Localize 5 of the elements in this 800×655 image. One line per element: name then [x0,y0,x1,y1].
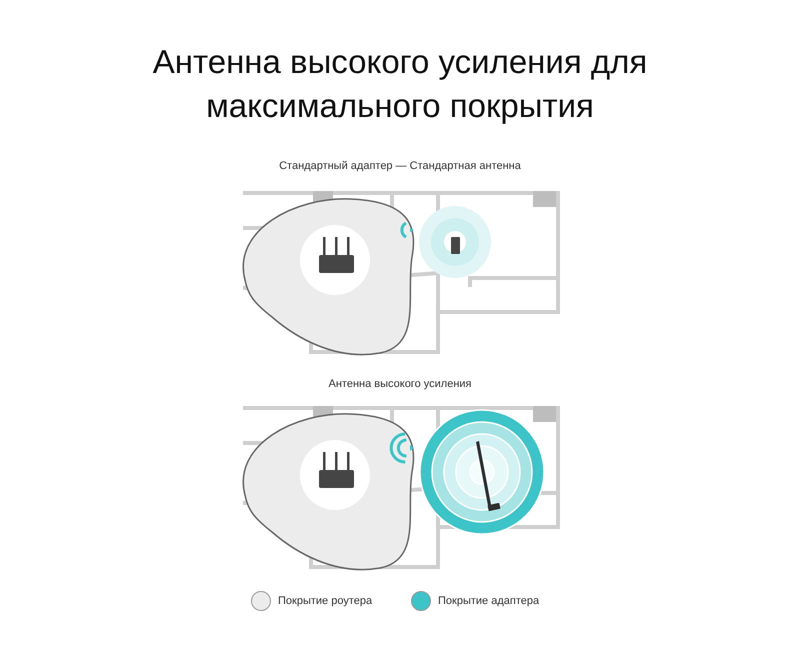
legend-label: Покрытие роутера [278,595,372,607]
title: Антенна высокого усиления для максимального покрытия [152,42,648,126]
panel-heading: Антенна высокого усиления [328,378,472,390]
legend-label: Покрытие адаптера [438,595,540,607]
panel-heading: Стандартный адаптер — Стандартная антенна [278,160,522,172]
